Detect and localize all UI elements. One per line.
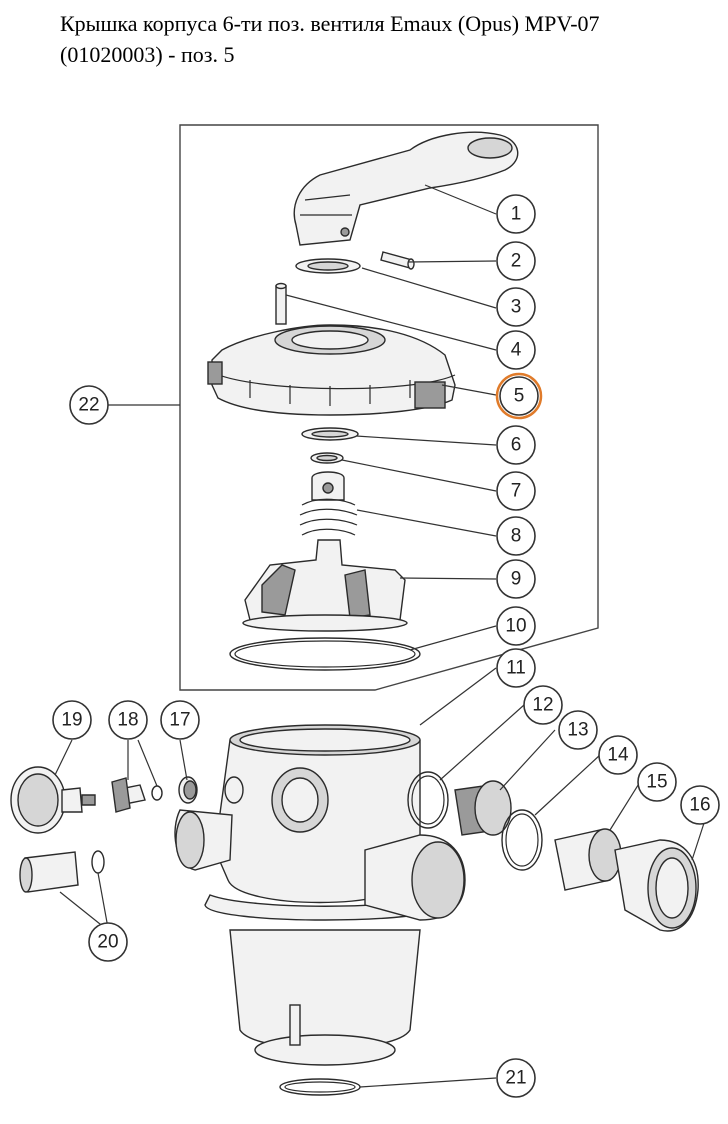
svg-text:12: 12 — [532, 695, 553, 716]
part-washer — [295, 258, 361, 274]
part-sight-glass-20 — [19, 850, 105, 893]
svg-text:7: 7 — [511, 481, 522, 502]
callout-17: 17 — [160, 700, 200, 740]
svg-text:5: 5 — [514, 386, 525, 407]
callout-7: 7 — [496, 471, 536, 511]
callout-1: 1 — [496, 194, 536, 234]
title-line-2: (01020003) - поз. 5 — [60, 42, 235, 67]
part-valve-body — [174, 724, 466, 1066]
callout-6: 6 — [496, 425, 536, 465]
svg-text:16: 16 — [689, 795, 710, 816]
svg-text:13: 13 — [567, 720, 588, 741]
callout-18: 18 — [108, 700, 148, 740]
part-gasket — [229, 637, 421, 671]
callout-21: 21 — [496, 1058, 536, 1098]
callouts: 1 2 3 4 5 6 7 8 9 10 11 12 13 14 15 16 1… — [52, 194, 720, 1098]
leader-lines — [54, 184, 706, 1088]
svg-text:17: 17 — [169, 710, 190, 731]
svg-text:22: 22 — [78, 395, 99, 416]
svg-text:18: 18 — [117, 710, 138, 731]
svg-text:19: 19 — [61, 710, 82, 731]
part-gauge-19 — [10, 766, 96, 834]
svg-text:8: 8 — [511, 526, 522, 547]
callout-15: 15 — [637, 762, 677, 802]
highlight-ring — [495, 372, 543, 420]
svg-text:2: 2 — [511, 251, 522, 272]
title-line-1: Крышка корпуса 6-ти поз. вентиля Emaux (… — [60, 11, 600, 36]
callout-9: 9 — [496, 559, 536, 599]
part-rotor — [242, 539, 408, 632]
part-shaft-spring — [299, 471, 358, 536]
callout-4: 4 — [496, 330, 536, 370]
svg-text:14: 14 — [607, 745, 629, 766]
part-oring-6 — [301, 427, 359, 441]
callout-12: 12 — [523, 685, 563, 725]
svg-text:6: 6 — [511, 435, 522, 456]
part-union-nut-16 — [614, 839, 699, 932]
part-cover — [207, 324, 456, 416]
part-plug-18 — [111, 777, 163, 813]
callout-3: 3 — [496, 287, 536, 327]
part-fitting-17 — [183, 780, 197, 800]
callout-16: 16 — [680, 785, 720, 825]
part-handle — [293, 131, 519, 246]
svg-text:11: 11 — [506, 658, 526, 679]
assembly-frame — [179, 124, 599, 691]
svg-text:1: 1 — [511, 204, 522, 225]
svg-text:10: 10 — [505, 616, 526, 637]
callout-19: 19 — [52, 700, 92, 740]
page-title: Крышка корпуса 6-ти поз. вентиля Emaux (… — [60, 8, 728, 70]
callout-11: 11 — [496, 648, 536, 688]
callout-10: 10 — [496, 606, 536, 646]
part-adapter-15 — [554, 828, 622, 891]
callout-13: 13 — [558, 710, 598, 750]
part-pin — [380, 251, 415, 270]
svg-text:21: 21 — [505, 1068, 526, 1089]
callout-20: 20 — [88, 922, 128, 962]
callout-2: 2 — [496, 241, 536, 281]
part-union-13 — [454, 780, 512, 836]
svg-text:20: 20 — [97, 932, 118, 953]
part-cover-pin — [275, 282, 287, 325]
svg-text:9: 9 — [511, 569, 522, 590]
callout-5: 5 — [495, 372, 543, 420]
svg-text:3: 3 — [511, 297, 522, 318]
part-ring-7 — [310, 452, 344, 464]
part-oring-21 — [279, 1078, 361, 1096]
part-oring-12 — [407, 771, 449, 829]
part-oring-14 — [501, 809, 543, 871]
svg-text:15: 15 — [646, 772, 667, 793]
callout-22: 22 — [69, 385, 109, 425]
callout-14: 14 — [598, 735, 638, 775]
svg-text:4: 4 — [511, 340, 522, 361]
callout-8: 8 — [496, 516, 536, 556]
